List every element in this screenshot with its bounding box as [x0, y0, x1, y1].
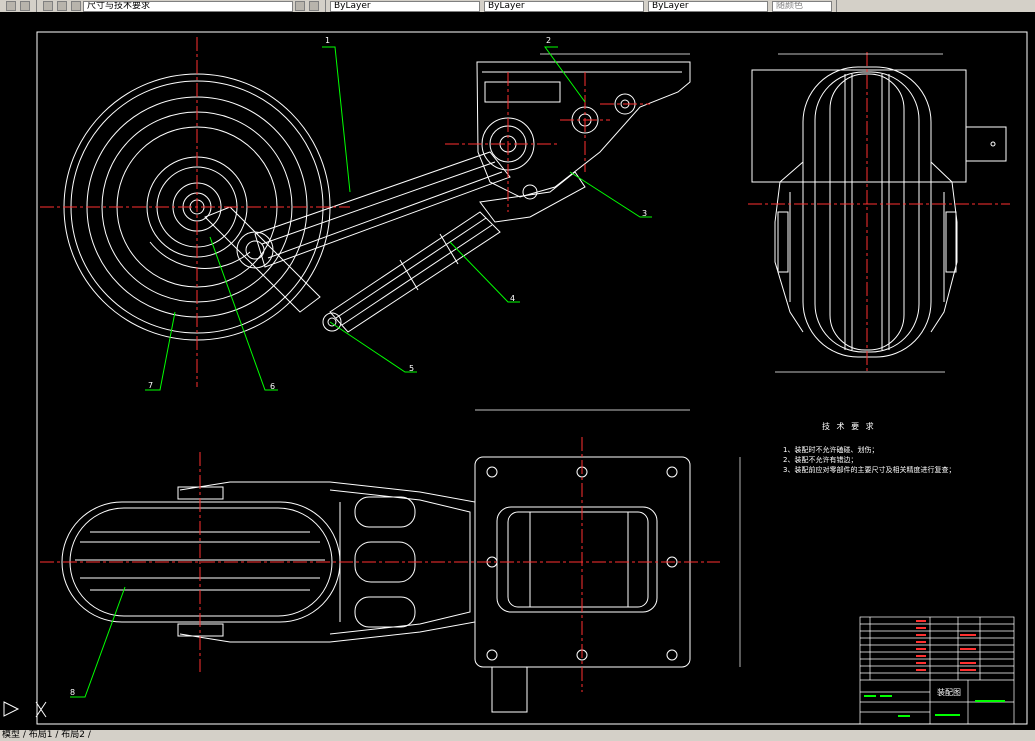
layout-tabs[interactable]: 模型 / 布局1 / 布局2 / [0, 730, 1035, 741]
toolbar-standard-group [0, 0, 37, 12]
tech-line-1: 1、装配时不允许磕碰、划伤； [783, 445, 878, 454]
drawing-frame [36, 31, 1028, 725]
tech-line-3: 3、装配前应对零部件的主要尺寸及相关精度进行复查； [783, 465, 955, 474]
layer-previous-icon[interactable] [309, 1, 319, 11]
plot-icon[interactable] [6, 1, 16, 11]
plot-style-combo[interactable]: 随颜色 [772, 0, 832, 12]
side-view [751, 66, 1007, 358]
callout-8: 8 [70, 688, 75, 697]
ucs-icon [3, 701, 47, 718]
toolbar-properties-group: ByLayer ByLayer ByLayer 随颜色 [326, 0, 837, 12]
text-style-combo[interactable]: 尺寸与技术要求 [83, 0, 293, 12]
centerlines [40, 37, 1010, 692]
callout-4: 4 [510, 294, 515, 303]
tech-line-2: 2、装配不允许有错边； [783, 455, 857, 464]
leaders [70, 46, 652, 698]
callout-3: 3 [642, 209, 647, 218]
front-view-arm [204, 61, 691, 333]
dimensions [475, 53, 945, 667]
linetype-combo[interactable]: ByLayer [484, 0, 644, 12]
tech-requirements: 技 术 要 求 1、装配时不允许磕碰、划伤； 2、装配不允许有错边； 3、装配前… [783, 421, 955, 474]
title-block-marks [916, 620, 976, 671]
lineweight-combo[interactable]: ByLayer [648, 0, 768, 12]
make-current-icon[interactable] [295, 1, 305, 11]
title-block [859, 616, 1015, 725]
callout-5: 5 [409, 364, 414, 373]
callout-2: 2 [546, 36, 551, 45]
callout-7: 7 [148, 381, 153, 390]
top-view [61, 456, 691, 713]
preview-icon[interactable] [20, 1, 30, 11]
toolbar-layer-group: 尺寸与技术要求 [37, 0, 326, 12]
callout-labels: 1 2 3 4 5 6 7 8 [70, 36, 647, 697]
drawing-svg: 1 2 3 4 5 6 7 8 技 术 要 求 1、装配时不允许磕碰、划伤； 2… [3, 31, 1028, 725]
title-block-name: 装配图 [937, 687, 961, 697]
drawing-canvas[interactable]: 1 2 3 4 5 6 7 8 技 术 要 求 1、装配时不允许磕碰、划伤； 2… [0, 12, 1035, 730]
callout-1: 1 [325, 36, 330, 45]
callout-6: 6 [270, 382, 275, 391]
layer-state-icon[interactable] [57, 1, 67, 11]
tech-title: 技 术 要 求 [822, 421, 876, 431]
bulb-icon[interactable] [71, 1, 81, 11]
layer-manager-icon[interactable] [43, 1, 53, 11]
color-combo[interactable]: ByLayer [330, 0, 480, 12]
toolbar: 尺寸与技术要求 ByLayer ByLayer ByLayer 随颜色 [0, 0, 1035, 13]
title-block-green [864, 695, 1005, 717]
